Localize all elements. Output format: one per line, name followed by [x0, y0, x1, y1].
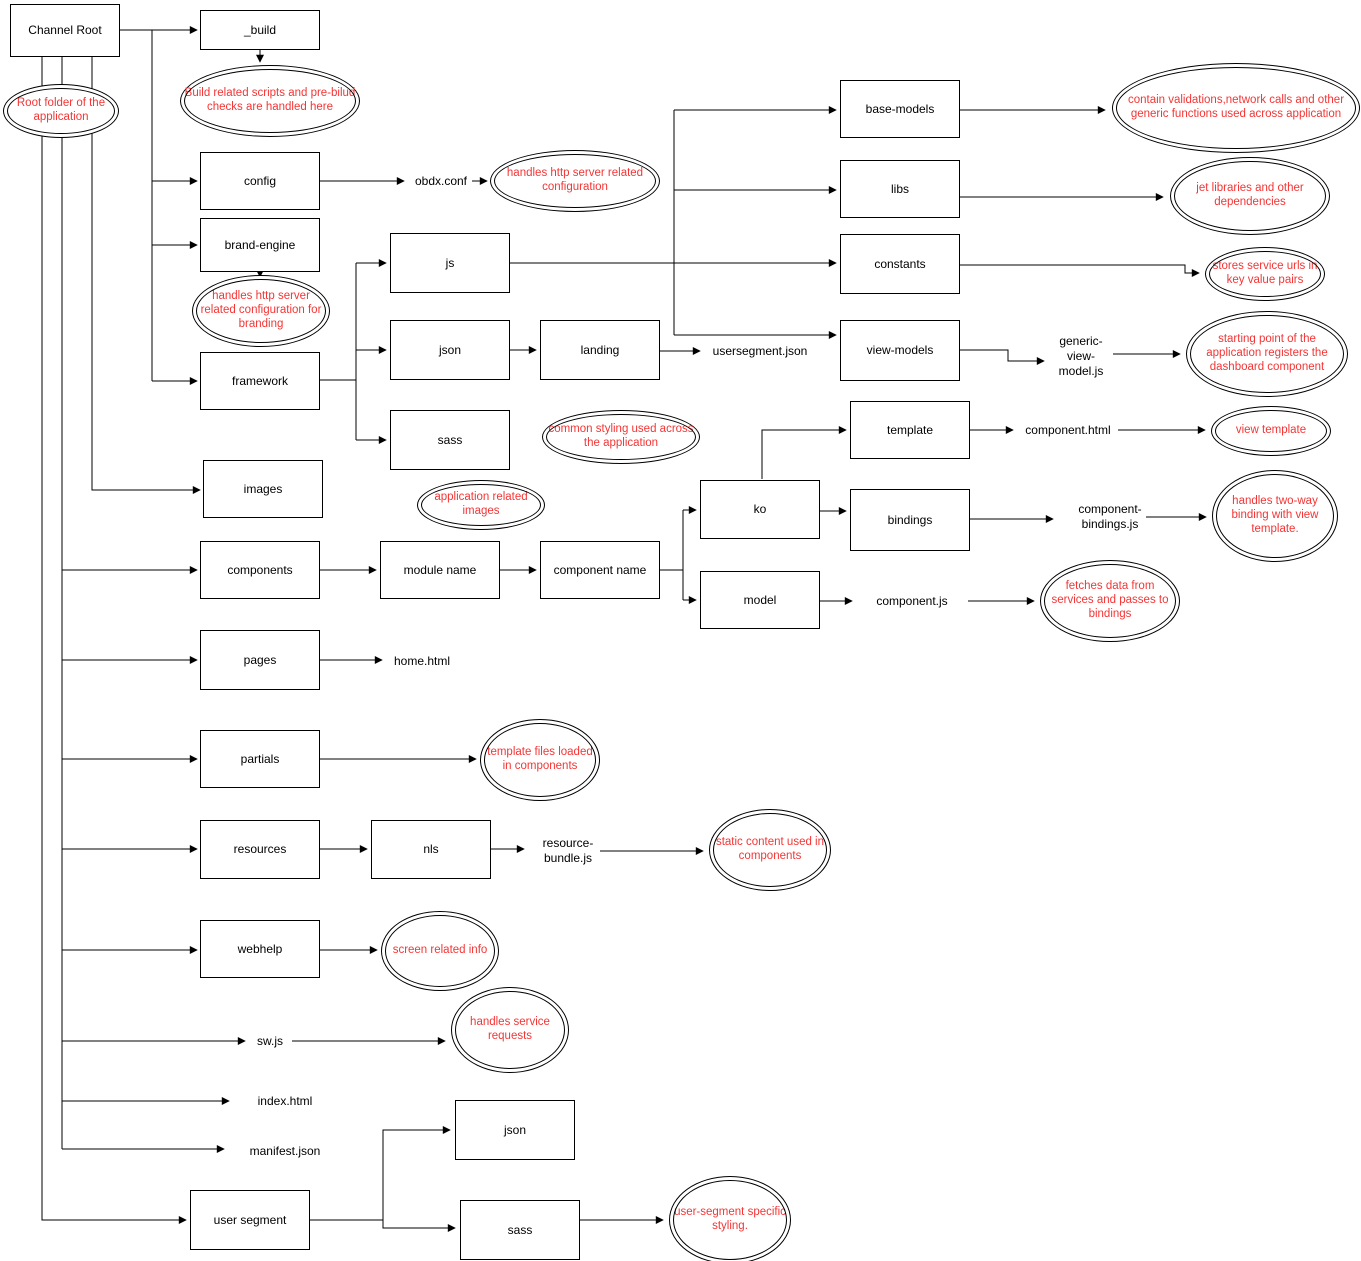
node-config: config: [200, 152, 320, 210]
node-module-name: module name: [380, 541, 500, 599]
note-libs: jet libraries and other dependencies: [1170, 157, 1330, 235]
node-json-user-segment: json: [455, 1100, 575, 1160]
connector-trunks: [61, 30, 684, 1221]
note-sass: common styling used across the applicati…: [542, 410, 700, 464]
node-build: _build: [200, 10, 320, 50]
note-bindings: handles two-way binding with view templa…: [1212, 470, 1338, 562]
node-user-segment: user segment: [190, 1190, 310, 1250]
node-view-models: view-models: [840, 320, 960, 381]
node-constants: constants: [840, 234, 960, 294]
node-framework: framework: [200, 352, 320, 410]
node-nls: nls: [371, 820, 491, 879]
node-component-name: component name: [540, 541, 660, 599]
note-constants: stores service urls in key value pairs: [1205, 247, 1325, 301]
node-components: components: [200, 541, 320, 599]
note-model: fetches data from services and passes to…: [1040, 560, 1180, 642]
connector-arrows: [41, 26, 1207, 1232]
note-config: handles http server related configuratio…: [490, 150, 660, 212]
note-resources: static content used in components: [709, 809, 831, 891]
node-js: js: [390, 233, 510, 293]
node-ko: ko: [700, 480, 820, 539]
label-component-html: component.html: [1025, 422, 1111, 437]
label-component-js: component.js: [876, 593, 948, 608]
node-resources: resources: [200, 820, 320, 879]
node-partials: partials: [200, 730, 320, 788]
note-images: application related images: [417, 480, 545, 530]
note-build: Build related scripts and pre-bilud chec…: [180, 65, 360, 137]
note-user-segment: user-segment specific styling.: [669, 1176, 791, 1261]
node-landing: landing: [540, 320, 660, 380]
node-channel-root: Channel Root: [10, 4, 120, 57]
note-webhelp: screen related info: [381, 911, 499, 991]
note-root-folder: Root folder of the application: [3, 84, 119, 138]
node-model: model: [700, 571, 820, 629]
label-home-html: home.html: [393, 653, 451, 668]
node-sass-user-segment: sass: [460, 1200, 580, 1260]
label-usersegment-json: usersegment.json: [712, 343, 808, 358]
label-sw-js: sw.js: [256, 1033, 283, 1048]
label-component-bindings: component- bindings.js: [1078, 502, 1142, 531]
node-base-models: base-models: [840, 80, 960, 138]
note-base-models: contain validations,network calls and ot…: [1112, 63, 1360, 153]
label-index-html: index.html: [257, 1093, 313, 1108]
node-json: json: [390, 320, 510, 380]
node-sass: sass: [390, 410, 510, 470]
node-bindings: bindings: [850, 489, 970, 551]
note-brand-engine: handles http server related configuratio…: [192, 275, 330, 347]
note-partials: template files loaded in components: [480, 719, 600, 801]
note-view-models: starting point of the application regist…: [1186, 311, 1348, 397]
label-obdx-conf: obdx.conf: [414, 173, 468, 188]
node-libs: libs: [840, 160, 960, 218]
node-brand-engine: brand-engine: [200, 218, 320, 272]
node-webhelp: webhelp: [200, 920, 320, 978]
note-template: view template: [1211, 406, 1331, 456]
node-images: images: [203, 460, 323, 518]
label-resource-bundle: resource- bundle.js: [542, 836, 594, 865]
note-sw-js: handles service requests: [451, 987, 569, 1073]
node-pages: pages: [200, 630, 320, 690]
label-generic-view-model: generic- view- model.js: [1058, 333, 1104, 378]
label-manifest-json: manifest.json: [249, 1143, 321, 1158]
node-template: template: [850, 401, 970, 459]
